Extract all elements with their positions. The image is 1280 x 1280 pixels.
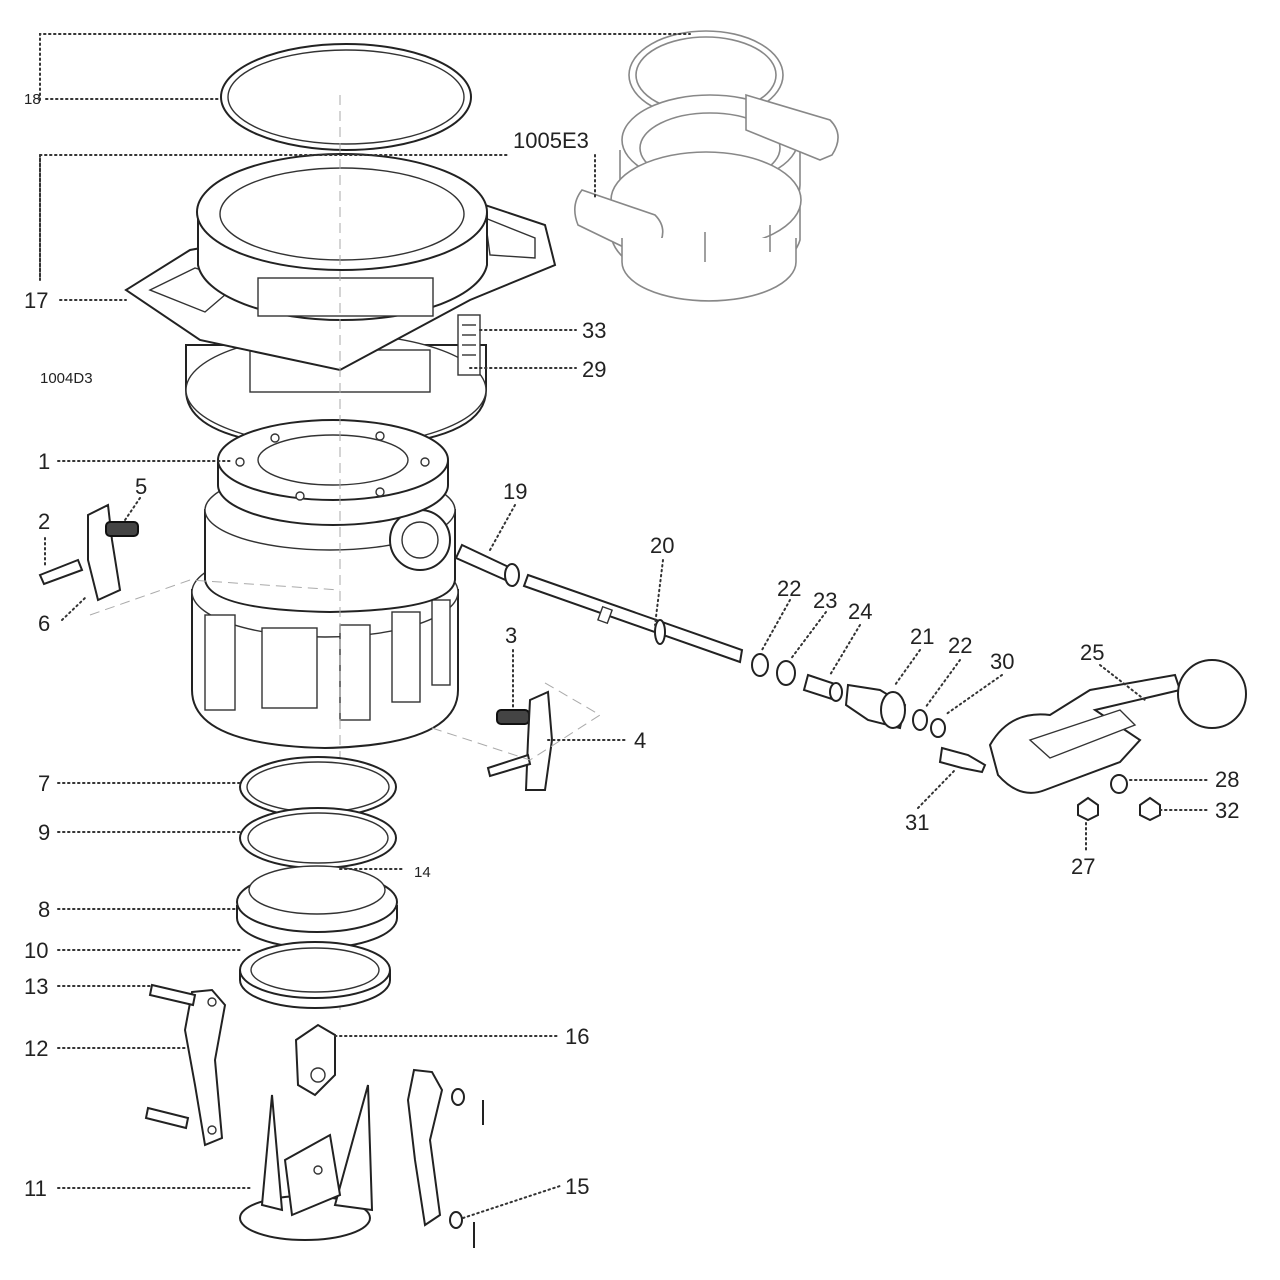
callout-25: 25 — [1080, 640, 1104, 665]
callout-22b: 22 — [948, 633, 972, 658]
part-32-nut — [1139, 796, 1161, 822]
part-20-shaft — [522, 573, 744, 664]
part-13-pins — [144, 983, 197, 1130]
callout-33: 33 — [582, 318, 606, 343]
part-22-washer-a — [751, 653, 769, 677]
part-28-washer — [1110, 774, 1128, 794]
callout-labels: 18 1005E3 17 33 29 1004D3 1 5 2 6 19 20 … — [24, 91, 1239, 1201]
callout-22a: 22 — [777, 576, 801, 601]
callout-31: 31 — [905, 810, 929, 835]
part-24-sleeve — [802, 673, 843, 702]
callout-27: 27 — [1071, 854, 1095, 879]
drawing-code-1004d3: 1004D3 — [40, 370, 93, 387]
callout-29: 29 — [582, 357, 606, 382]
callout-19: 19 — [503, 479, 527, 504]
part-12-link — [183, 988, 227, 1147]
part-22-washer-b — [912, 709, 928, 731]
callout-16: 16 — [565, 1024, 589, 1049]
part-25-handle — [988, 659, 1247, 794]
callout-11: 11 — [24, 1176, 47, 1201]
callout-3: 3 — [505, 623, 517, 648]
callout-13: 13 — [24, 974, 48, 999]
callout-30: 30 — [990, 649, 1014, 674]
part-19-bushing — [454, 543, 520, 587]
callout-6: 6 — [38, 611, 50, 636]
callout-12: 12 — [24, 1036, 48, 1061]
part-15-washers-pins — [449, 1088, 484, 1248]
part-18-top-ring — [220, 43, 472, 151]
part-7-ring — [239, 756, 397, 818]
callout-24: 24 — [848, 599, 872, 624]
part-31-adapter — [938, 746, 987, 774]
part-27-nut — [1077, 796, 1099, 822]
part-16-block — [294, 1023, 336, 1097]
part-8-seat — [236, 865, 398, 949]
part-23-washer — [776, 660, 796, 686]
callout-2: 2 — [38, 509, 50, 534]
callout-32: 32 — [1215, 798, 1239, 823]
part-12b-link-right — [406, 1068, 444, 1227]
callout-4: 4 — [634, 728, 646, 753]
leader-lines — [39, 33, 1211, 1219]
part-9-ring — [239, 807, 397, 869]
drawing-code-1005e3: 1005E3 — [513, 128, 589, 153]
callout-23: 23 — [813, 588, 837, 613]
callout-21: 21 — [910, 624, 934, 649]
part-11-poppet — [239, 1084, 374, 1241]
callout-8: 8 — [38, 897, 50, 922]
alt-assembly-1005e3 — [574, 30, 839, 302]
callout-10: 10 — [24, 938, 48, 963]
callout-20: 20 — [650, 533, 674, 558]
part-21-gland — [844, 683, 907, 730]
callout-9: 9 — [38, 820, 50, 845]
callout-1: 1 — [38, 449, 50, 474]
callout-5: 5 — [135, 474, 147, 499]
parts-3-4-right-cam — [431, 679, 601, 791]
part-10-ring — [239, 941, 391, 1009]
callout-15: 15 — [565, 1174, 589, 1199]
callout-7: 7 — [38, 771, 50, 796]
callout-17: 17 — [24, 288, 48, 313]
callout-18: 18 — [24, 91, 41, 108]
callout-14: 14 — [414, 864, 431, 881]
part-17-coupler-collar — [124, 153, 557, 450]
part-30-washer — [930, 718, 946, 738]
parts-2-5-6-left-cam — [38, 503, 341, 616]
callout-28: 28 — [1215, 767, 1239, 792]
part-1-valve-body — [191, 419, 459, 750]
